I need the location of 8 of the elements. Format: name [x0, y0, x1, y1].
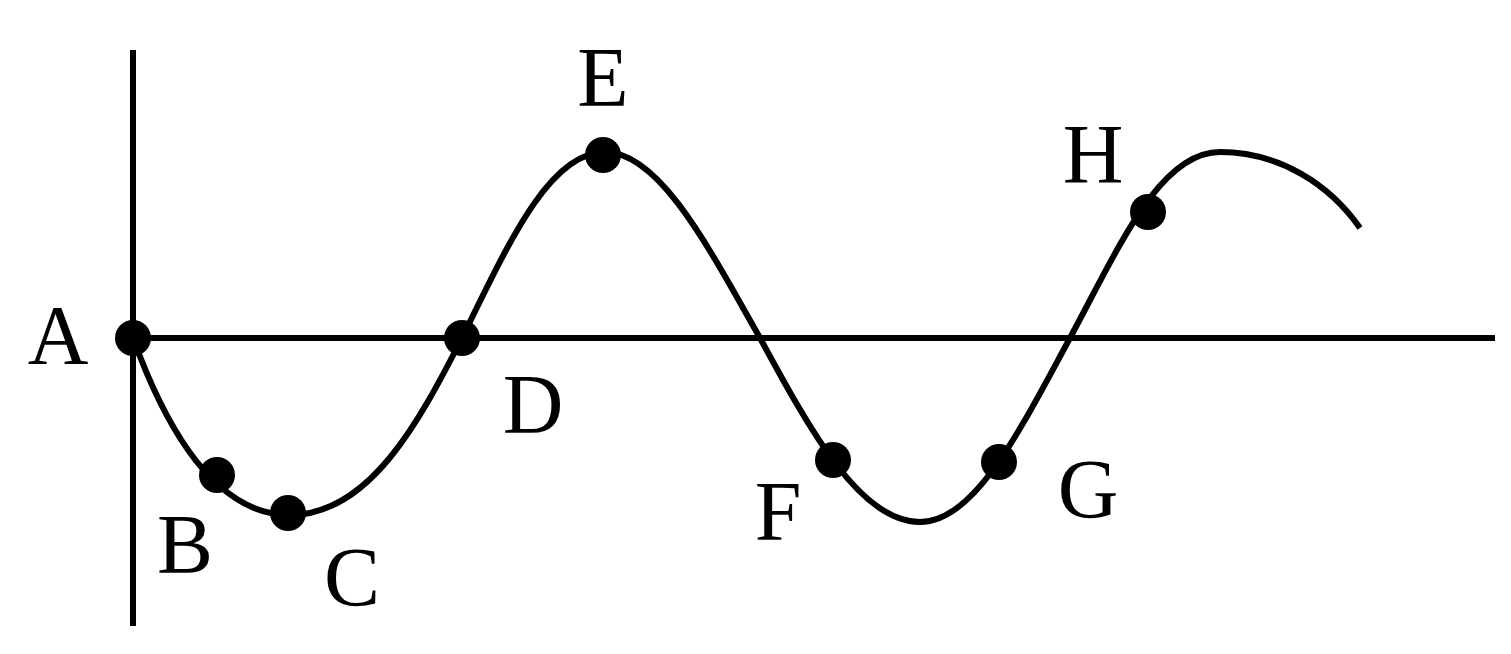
- point-label: D: [502, 363, 564, 447]
- point-label: G: [1057, 448, 1119, 532]
- point-label: H: [1062, 113, 1124, 197]
- point-label: E: [577, 36, 629, 120]
- point-label: B: [157, 503, 213, 587]
- point-label: A: [27, 294, 89, 378]
- point-label: C: [324, 536, 380, 620]
- point-label: F: [754, 470, 802, 554]
